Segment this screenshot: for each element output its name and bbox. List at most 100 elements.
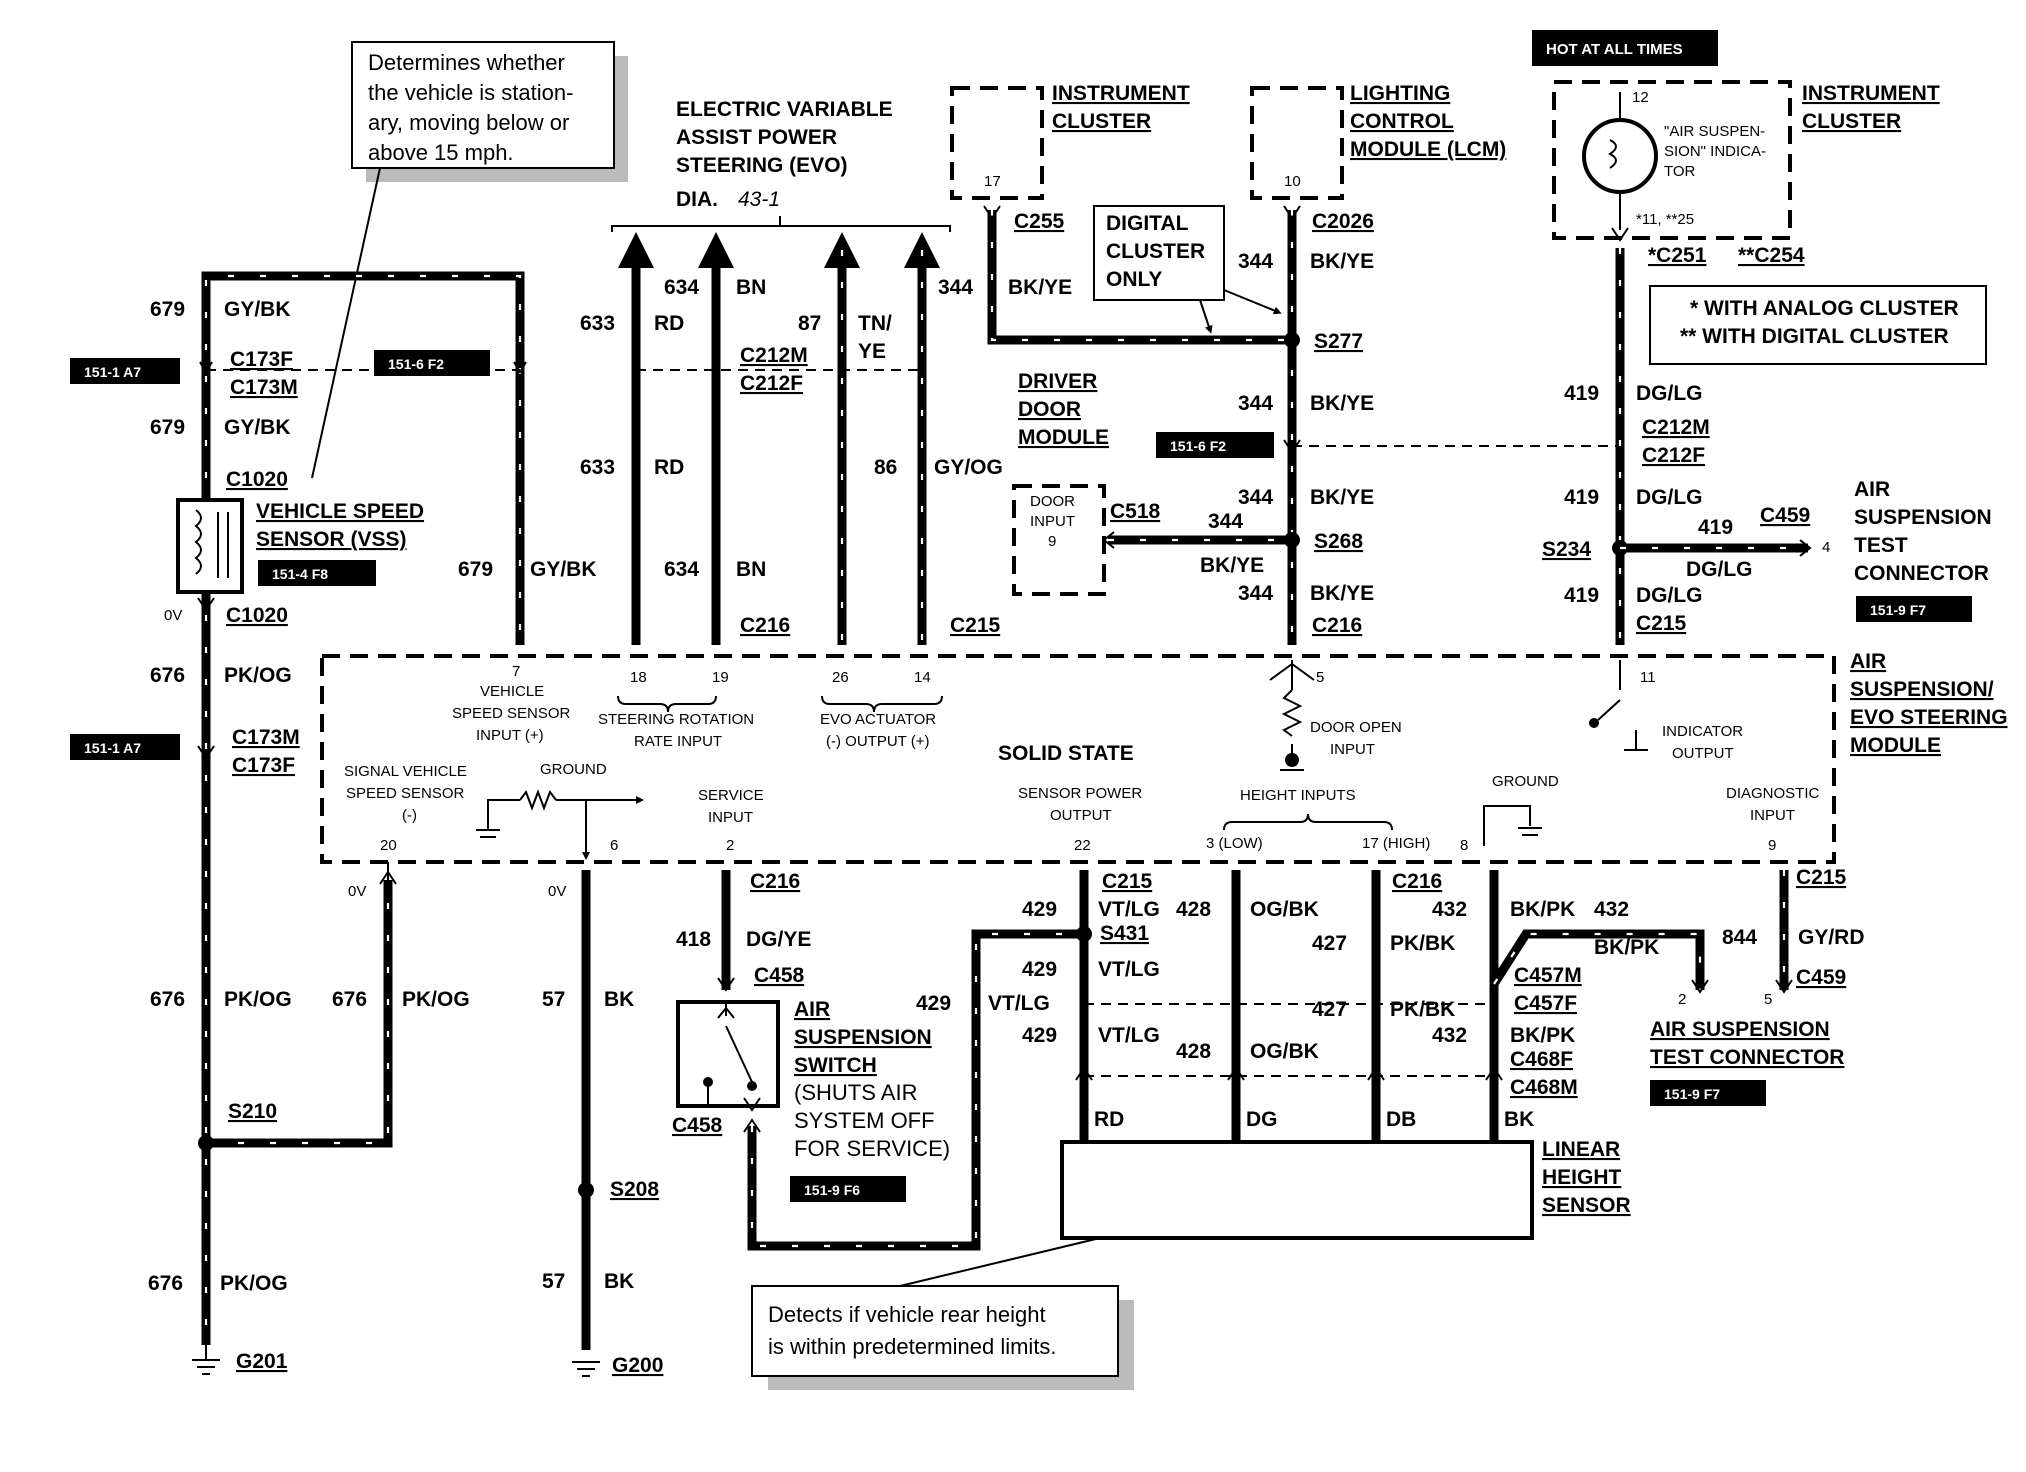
component-labels: ELECTRIC VARIABLE ASSIST POWER STEERING …: [256, 82, 2008, 1217]
evo-wires: [611, 216, 951, 645]
w-c344d: BK/YE: [1310, 486, 1374, 509]
pin-11: 11: [1640, 669, 1656, 686]
vss-input-l2: SPEED SENSOR: [452, 705, 571, 722]
conn-c458b: C458: [672, 1114, 723, 1137]
pin-7: 7: [512, 663, 520, 680]
height-note-l2: is within predetermined limits.: [768, 1334, 1057, 1359]
pin-10: 10: [1284, 173, 1301, 190]
w-c429c: VT/LG: [988, 992, 1050, 1015]
module-internals: [476, 660, 1648, 860]
conn-c459b: C459: [1796, 966, 1846, 989]
w-n679a: 679: [150, 298, 185, 321]
conn-c1020b: C1020: [226, 604, 288, 627]
digital-only-l2: CLUSTER: [1106, 240, 1205, 263]
pin-2b: 2: [1678, 991, 1686, 1008]
ref-r8: 151-9 F7: [1664, 1086, 1720, 1102]
conn-c468f: C468F: [1510, 1048, 1573, 1071]
air-switch-l1: AIR: [794, 998, 830, 1021]
w-c679c: GY/BK: [530, 558, 597, 581]
air-test-b-l1: AIR SUSPENSION: [1650, 1018, 1830, 1041]
w-n344e: 344: [1208, 510, 1243, 533]
conn-c215b: C215: [1636, 612, 1687, 635]
legend-l2: ** WITH DIGITAL CLUSTER: [1680, 325, 1949, 348]
diag-l2: INPUT: [1750, 807, 1795, 824]
w-c57a: BK: [604, 988, 634, 1011]
w-c432c: BK/PK: [1510, 1024, 1575, 1047]
height-sensor-wires: [1060, 870, 1793, 1240]
w-db: DB: [1386, 1108, 1416, 1131]
height-note: Detects if vehicle rear height is within…: [751, 1237, 1134, 1390]
w-n679c: 679: [458, 558, 493, 581]
vss-note: Determines whether the vehicle is statio…: [311, 41, 628, 479]
w-c676b: PK/OG: [224, 988, 292, 1011]
conn-c216b: C216: [1312, 614, 1362, 637]
conn-s208: S208: [610, 1178, 659, 1201]
conn-g201: G201: [236, 1350, 288, 1373]
w-n429b: 429: [1022, 958, 1057, 981]
conn-c215d: C215: [1796, 866, 1847, 889]
pin-22: 22: [1074, 837, 1091, 854]
w-v0a: 0V: [164, 607, 182, 624]
connector-labels: C173F C173M C1020 C1020 C173M C173F C212…: [226, 210, 1847, 1377]
conn-c216d: C216: [1392, 870, 1442, 893]
conn-s234: S234: [1542, 538, 1591, 561]
evo-act-l1: EVO ACTUATOR: [820, 711, 936, 728]
service-switch-wires: [676, 870, 1084, 1251]
air-switch-l6: FOR SERVICE): [794, 1136, 950, 1161]
pin-9: 9: [1768, 837, 1776, 854]
w-c419b: DG/LG: [1636, 486, 1703, 509]
w-n344a: 344: [938, 276, 973, 299]
w-n676b: 676: [150, 988, 185, 1011]
pin-6: 6: [610, 837, 618, 854]
w-c87: TN/: [858, 312, 892, 335]
lhs-l2: HEIGHT: [1542, 1166, 1622, 1189]
vss-l2: SENSOR (VSS): [256, 528, 407, 551]
service-l2: INPUT: [708, 809, 753, 826]
pin-17: 17: [984, 173, 1001, 190]
conn-c216a: C216: [740, 614, 790, 637]
signal-vss-l3: (-): [402, 807, 417, 824]
evo-l1: ELECTRIC VARIABLE: [676, 98, 893, 121]
w-n344d: 344: [1238, 486, 1273, 509]
legend-l1: * WITH ANALOG CLUSTER: [1690, 297, 1959, 320]
w-c344c: BK/YE: [1310, 392, 1374, 415]
air-test-r-l1: AIR: [1854, 478, 1890, 501]
air-switch-l4: (SHUTS AIR: [794, 1080, 917, 1105]
vss-l1: VEHICLE SPEED: [256, 500, 424, 523]
indicator-l2: SION" INDICA-: [1664, 143, 1766, 160]
w-c429b: VT/LG: [1098, 958, 1160, 981]
w-n676a: 676: [150, 664, 185, 687]
w-c418: DG/YE: [746, 928, 811, 951]
w-n427a: 427: [1312, 932, 1347, 955]
w-c344f: BK/YE: [1310, 582, 1374, 605]
conn-c457f: C457F: [1514, 992, 1577, 1015]
lhs-l3: SENSOR: [1542, 1194, 1631, 1217]
ddm-l3: MODULE: [1018, 426, 1109, 449]
pin-labels: VEHICLE SPEED SENSOR INPUT (+) STEERING …: [344, 683, 1820, 852]
w-n57b: 57: [542, 1270, 565, 1293]
ref-r3: 151-4 F8: [272, 566, 328, 582]
service-l1: SERVICE: [698, 787, 764, 804]
w-dg: DG: [1246, 1108, 1278, 1131]
solid-state: SOLID STATE: [998, 742, 1134, 765]
vss-note-line4: above 15 mph.: [368, 140, 514, 165]
ddm-l2: DOOR: [1018, 398, 1081, 421]
evo-l4: DIA.: [676, 188, 718, 211]
vss-circuit: [176, 271, 527, 645]
w-n427b: 427: [1312, 998, 1347, 1021]
w-n86: 86: [874, 456, 897, 479]
pin-low: 3 (LOW): [1206, 835, 1263, 852]
vss-note-line2: the vehicle is station-: [368, 80, 573, 105]
ref-r4: 151-1 A7: [84, 740, 141, 756]
w-n57a: 57: [542, 988, 565, 1011]
conn-c1020a: C1020: [226, 468, 288, 491]
digital-cluster-only-note: DIGITAL CLUSTER ONLY: [1093, 205, 1282, 334]
pin-5b: 5: [1764, 991, 1772, 1008]
w-n419d: 419: [1564, 584, 1599, 607]
door-open-l2: INPUT: [1330, 741, 1375, 758]
conn-c2026: C2026: [1312, 210, 1374, 233]
w-c344a: BK/YE: [1008, 276, 1072, 299]
conn-c255: C255: [1014, 210, 1065, 233]
conn-c468m: C468M: [1510, 1076, 1578, 1099]
